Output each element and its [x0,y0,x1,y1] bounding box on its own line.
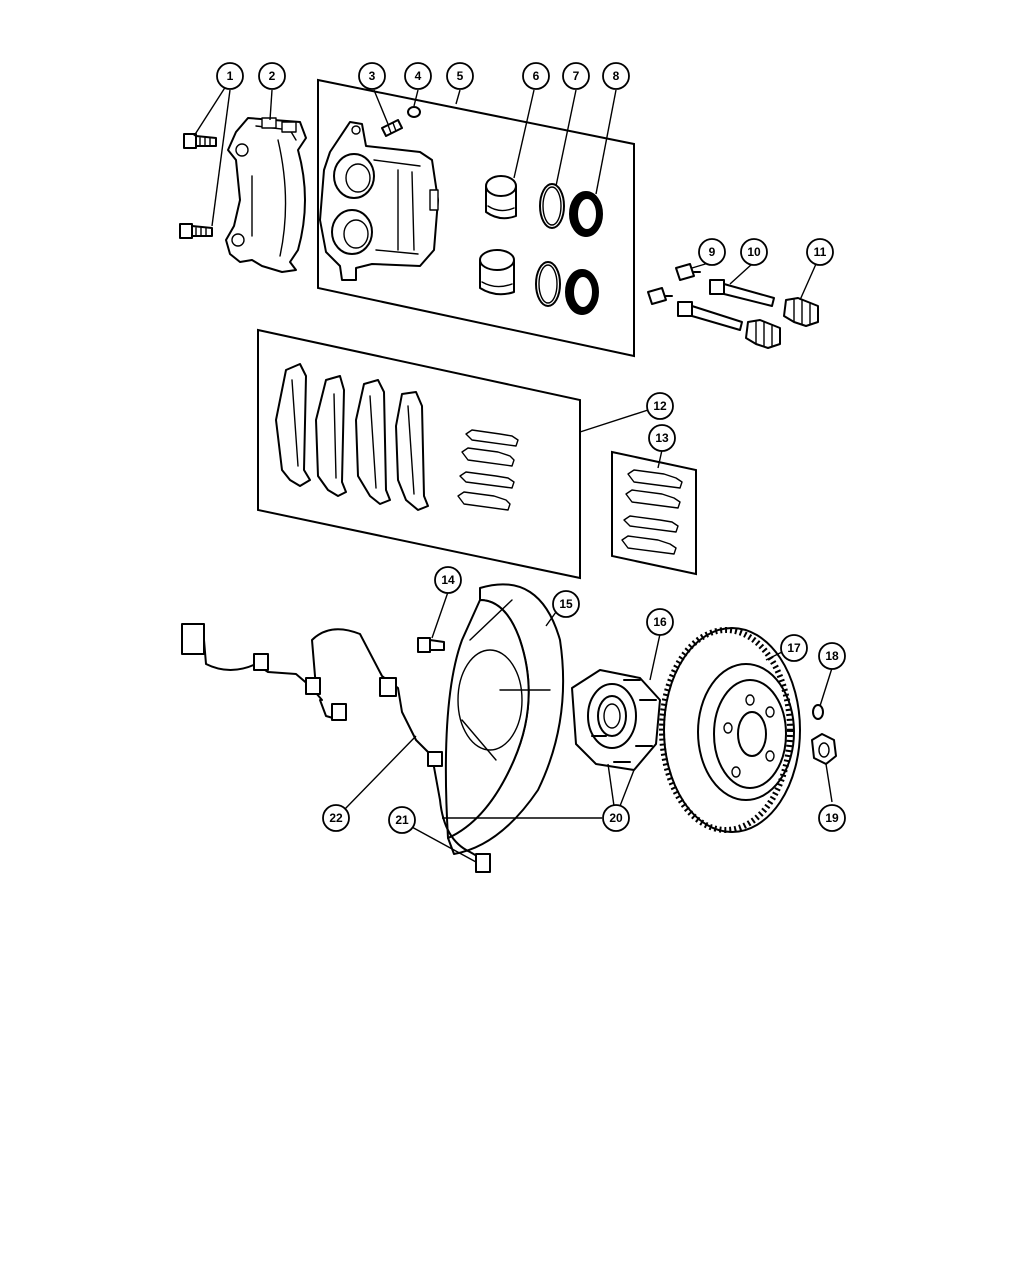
piston-seal-upper [539,183,565,229]
svg-text:3: 3 [369,69,376,83]
guide-pin-bolt-lower [647,287,673,305]
splash-shield [444,583,565,855]
caliper-bolt-upper [183,133,217,149]
callout-9: 9 [698,238,726,266]
pad-clip-set [457,429,519,511]
guide-pin-upper [709,279,775,307]
bleeder-screw [381,119,403,137]
svg-text:6: 6 [533,69,540,83]
callout-11: 11 [806,238,834,266]
svg-text:2: 2 [269,69,276,83]
callout-1: 1 [216,62,244,90]
hub-nut [811,733,837,765]
svg-text:19: 19 [825,811,839,825]
callout-10: 10 [740,238,768,266]
caliper-kit-box [317,78,635,358]
brake-pad-4 [395,391,429,511]
caliper-piston-upper [485,175,517,220]
brake-pad-1 [275,363,311,487]
svg-text:16: 16 [653,615,667,629]
svg-text:9: 9 [709,245,716,259]
wheel-speed-sensor-harness [181,623,433,757]
washer [812,704,824,720]
svg-text:12: 12 [653,399,667,413]
guide-pin-boot-lower [745,319,781,349]
brake-pad-2 [315,375,347,497]
svg-text:5: 5 [457,69,464,83]
guide-pin-boot-upper [783,297,819,327]
callout-13: 13 [648,424,676,452]
wheel-speed-sensor [427,751,491,873]
callout-21: 21 [388,806,416,834]
svg-text:21: 21 [395,813,409,827]
callout-5: 5 [446,62,474,90]
abutment-clip-set [621,469,683,555]
callout-18: 18 [818,642,846,670]
caliper-housing [319,121,439,281]
callout-14: 14 [434,566,462,594]
callout-4: 4 [404,62,432,90]
caliper-bolt-lower [179,223,213,239]
callout-22: 22 [322,804,350,832]
caliper-adapter [225,117,307,273]
svg-text:18: 18 [825,649,839,663]
svg-text:22: 22 [329,811,343,825]
dust-boot-lower [565,269,599,315]
callout-16: 16 [646,608,674,636]
svg-text:7: 7 [573,69,580,83]
callout-17: 17 [780,634,808,662]
clip-kit-box [611,450,697,576]
svg-text:17: 17 [787,641,801,655]
brake-pad-3 [355,379,391,505]
piston-seal-lower [535,261,561,307]
pad-kit-box [257,328,581,580]
callout-2: 2 [258,62,286,90]
svg-text:20: 20 [609,811,623,825]
callout-15: 15 [552,590,580,618]
svg-text:14: 14 [441,573,455,587]
caliper-piston-lower [479,249,515,296]
callout-6: 6 [522,62,550,90]
callout-3: 3 [358,62,386,90]
guide-pin-bolt-upper [675,263,701,281]
callout-7: 7 [562,62,590,90]
svg-text:4: 4 [415,69,422,83]
guide-pin-lower [677,301,743,331]
svg-text:15: 15 [559,597,573,611]
dust-boot-upper [569,191,603,237]
callout-20: 20 [602,804,630,832]
hub-bearing [571,669,661,771]
callout-8: 8 [602,62,630,90]
shield-screw [417,637,445,653]
callout-19: 19 [818,804,846,832]
brake-rotor [659,627,801,833]
bleeder-cap [407,106,421,118]
svg-text:1: 1 [227,69,234,83]
svg-text:13: 13 [655,431,669,445]
callout-12: 12 [646,392,674,420]
svg-text:11: 11 [814,245,827,259]
svg-text:10: 10 [747,245,761,259]
svg-text:8: 8 [613,69,620,83]
